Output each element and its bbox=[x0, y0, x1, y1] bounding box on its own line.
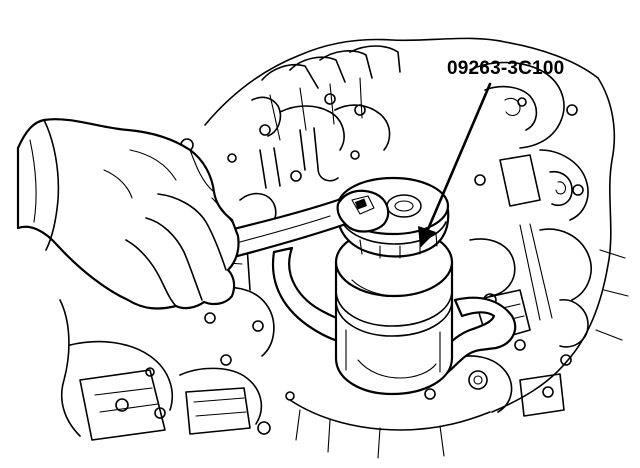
engine-block bbox=[59, 37, 629, 459]
callout-leader bbox=[418, 82, 492, 248]
hand bbox=[16, 118, 240, 310]
ratchet bbox=[220, 189, 390, 260]
tool-part-number-label: 09263-3C100 bbox=[447, 58, 565, 79]
